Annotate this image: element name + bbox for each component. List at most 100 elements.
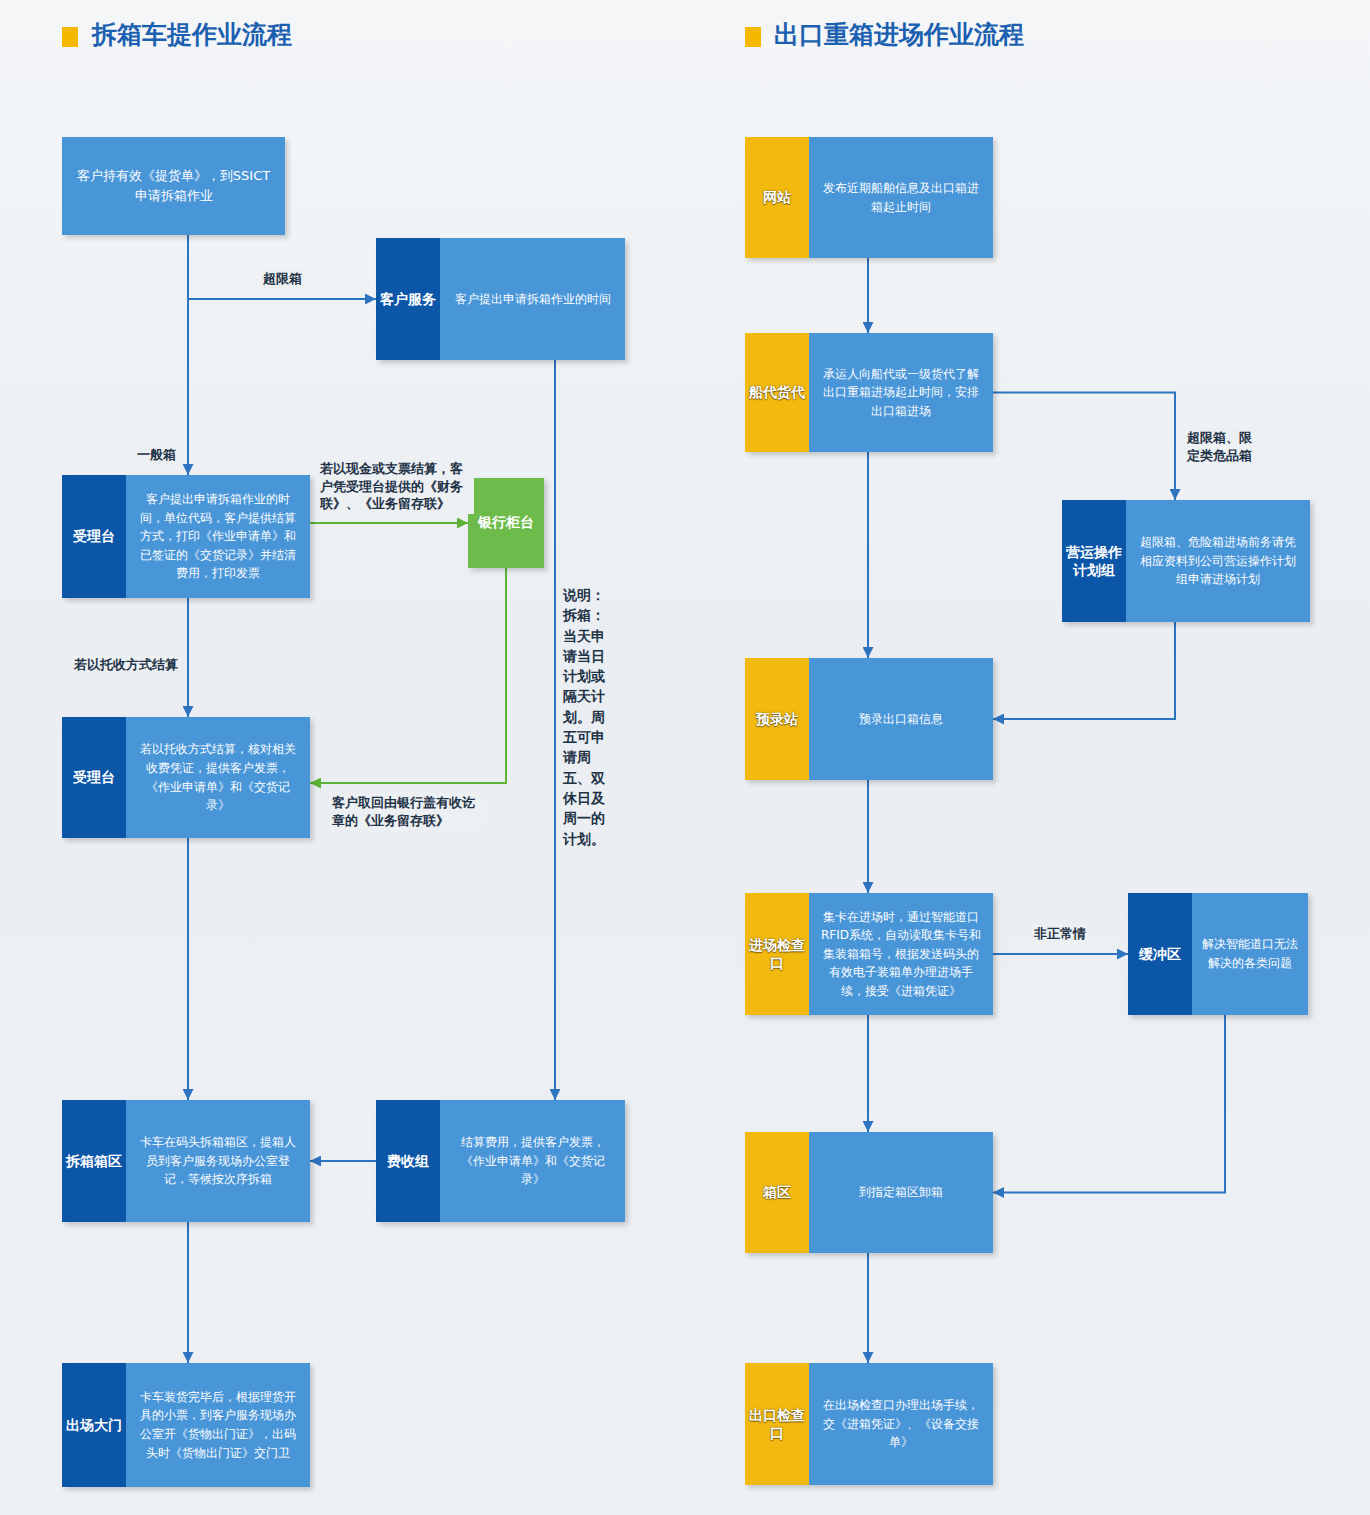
flow-arrow bbox=[187, 1222, 189, 1363]
process-box: 船代货代承运人向船代或一级货代了解出口重箱进场起止时间，安排出口箱进场 bbox=[745, 333, 993, 452]
process-box: 客户持有效《提货单》，到SSICT申请拆箱作业 bbox=[62, 137, 285, 235]
body-panel: 到指定箱区卸箱 bbox=[809, 1132, 993, 1253]
flow-arrow bbox=[554, 360, 556, 1100]
edge-label: 一般箱 bbox=[135, 445, 178, 465]
header-bar: 缓冲区 bbox=[1128, 893, 1192, 1015]
node-heading: 受理台 bbox=[65, 768, 123, 786]
flow-arrow bbox=[187, 838, 189, 1100]
body-panel: 客户持有效《提货单》，到SSICT申请拆箱作业 bbox=[62, 137, 285, 235]
flow-arrow bbox=[187, 598, 189, 717]
node-heading: 拆箱箱区 bbox=[65, 1152, 123, 1170]
header-bar: 拆箱箱区 bbox=[62, 1100, 126, 1222]
body-panel: 超限箱、危险箱进场前务请凭相应资料到公司营运操作计划组申请进场计划 bbox=[1126, 500, 1310, 622]
flow-arrow bbox=[867, 258, 869, 333]
node-heading: 出场大门 bbox=[65, 1416, 123, 1434]
node-heading: 进场检查口 bbox=[748, 936, 806, 972]
edge-label: 超限箱 bbox=[261, 269, 304, 289]
flow-arrow bbox=[867, 452, 869, 658]
body-panel: 卡车在码头拆箱箱区，提箱人员到客户服务现场办公室登记，等候按次序拆箱 bbox=[126, 1100, 310, 1222]
process-box: 网站发布近期船舶信息及出口箱进箱起止时间 bbox=[745, 137, 993, 258]
body-panel: 承运人向船代或一级货代了解出口重箱进场起止时间，安排出口箱进场 bbox=[809, 333, 993, 452]
header-bar: 船代货代 bbox=[745, 333, 809, 452]
node-heading: 客户服务 bbox=[379, 290, 437, 308]
edge-label: 超限箱、限定类危品箱 bbox=[1185, 428, 1263, 465]
header-bar: 预录站 bbox=[745, 658, 809, 780]
flow-arrow bbox=[993, 1015, 1225, 1193]
flow-arrow bbox=[867, 1015, 869, 1132]
node-text: 银行柜台 bbox=[474, 512, 538, 534]
header-bar: 营运操作计划组 bbox=[1062, 500, 1126, 622]
flow-arrow bbox=[310, 568, 506, 783]
node-text: 承运人向船代或一级货代了解出口重箱进场起止时间，安排出口箱进场 bbox=[819, 365, 983, 421]
header-bar: 出场大门 bbox=[62, 1363, 126, 1487]
node-text: 预录出口箱信息 bbox=[819, 710, 983, 729]
process-box: 受理台若以托收方式结算，核对相关收费凭证，提供客户发票，《作业申请单》和《交货记… bbox=[62, 717, 310, 838]
node-text: 在出场检查口办理出场手续，交《进箱凭证》、《设备交接单》 bbox=[819, 1396, 983, 1452]
title-marker bbox=[745, 27, 761, 47]
node-text: 解决智能道口无法解决的各类问题 bbox=[1202, 935, 1298, 972]
bank-counter-box: 银行柜台 bbox=[468, 478, 544, 568]
body-panel: 发布近期船舶信息及出口箱进箱起止时间 bbox=[809, 137, 993, 258]
node-heading: 网站 bbox=[748, 188, 806, 206]
edge-label: 非正常情 bbox=[1032, 924, 1088, 944]
flow-arrow bbox=[310, 1160, 376, 1162]
body-panel: 若以托收方式结算，核对相关收费凭证，提供客户发票，《作业申请单》和《交货记录》 bbox=[126, 717, 310, 838]
body-panel: 预录出口箱信息 bbox=[809, 658, 993, 780]
header-bar: 进场检查口 bbox=[745, 893, 809, 1015]
diagram-title: 拆箱车提作业流程 bbox=[92, 20, 292, 50]
node-text: 若以托收方式结算，核对相关收费凭证，提供客户发票，《作业申请单》和《交货记录》 bbox=[136, 740, 300, 814]
edge-label: 客户取回由银行盖有收讫章的《业务留存联》 bbox=[330, 793, 484, 830]
body-panel: 在出场检查口办理出场手续，交《进箱凭证》、《设备交接单》 bbox=[809, 1363, 993, 1485]
header-bar: 客户服务 bbox=[376, 238, 440, 360]
node-text: 客户持有效《提货单》，到SSICT申请拆箱作业 bbox=[72, 166, 275, 206]
diagram-title: 出口重箱进场作业流程 bbox=[774, 20, 1024, 50]
node-text: 超限箱、危险箱进场前务请凭相应资料到公司营运操作计划组申请进场计划 bbox=[1136, 533, 1300, 589]
flow-arrow bbox=[993, 953, 1128, 955]
process-box: 进场检查口集卡在进场时，通过智能道口RFID系统，自动读取集卡号和集装箱箱号，根… bbox=[745, 893, 993, 1015]
note-text: 说明：拆箱：当天申请当日计划或隔天计划。周五可申请周五、双休日及周一的计划。 bbox=[563, 585, 609, 849]
process-box: 客户服务客户提出申请拆箱作业的时间 bbox=[376, 238, 625, 360]
edge-label: 若以托收方式结算 bbox=[72, 655, 180, 675]
flow-arrow bbox=[867, 780, 869, 893]
header-bar: 受理台 bbox=[62, 717, 126, 838]
edge-label: 若以现金或支票结算，客户凭受理台提供的《财务联》、《业务留存联》 bbox=[318, 459, 474, 514]
process-box: 缓冲区解决智能道口无法解决的各类问题 bbox=[1128, 893, 1308, 1015]
node-heading: 出口检查口 bbox=[748, 1406, 806, 1442]
process-box: 拆箱箱区卡车在码头拆箱箱区，提箱人员到客户服务现场办公室登记，等候按次序拆箱 bbox=[62, 1100, 310, 1222]
process-box: 营运操作计划组超限箱、危险箱进场前务请凭相应资料到公司营运操作计划组申请进场计划 bbox=[1062, 500, 1310, 622]
header-bar: 出口检查口 bbox=[745, 1363, 809, 1485]
header-bar: 费收组 bbox=[376, 1100, 440, 1222]
process-box: 箱区到指定箱区卸箱 bbox=[745, 1132, 993, 1253]
flow-arrow bbox=[187, 235, 189, 475]
flow-arrow bbox=[188, 235, 376, 299]
process-box: 出场大门卡车装货完毕后，根据理货开具的小票，到客户服务现场办公室开《货物出门证》… bbox=[62, 1363, 310, 1487]
node-heading: 预录站 bbox=[748, 710, 806, 728]
node-text: 客户提出申请拆箱作业的时间 bbox=[450, 290, 615, 309]
flow-arrow bbox=[867, 1253, 869, 1363]
node-heading: 费收组 bbox=[379, 1152, 437, 1170]
node-heading: 船代货代 bbox=[748, 383, 806, 401]
process-box: 受理台客户提出申请拆箱作业的时间，单位代码，客户提供结算方式，打印《作业申请单》… bbox=[62, 475, 310, 598]
node-text: 卡车装货完毕后，根据理货开具的小票，到客户服务现场办公室开《货物出门证》，出码头… bbox=[136, 1388, 300, 1462]
node-text: 发布近期船舶信息及出口箱进箱起止时间 bbox=[819, 179, 983, 216]
title-marker bbox=[62, 27, 78, 47]
body-panel: 卡车装货完毕后，根据理货开具的小票，到客户服务现场办公室开《货物出门证》，出码头… bbox=[126, 1363, 310, 1487]
node-text: 卡车在码头拆箱箱区，提箱人员到客户服务现场办公室登记，等候按次序拆箱 bbox=[136, 1133, 300, 1189]
flow-arrow bbox=[993, 622, 1175, 719]
node-heading: 缓冲区 bbox=[1131, 945, 1189, 963]
body-panel: 解决智能道口无法解决的各类问题 bbox=[1192, 893, 1308, 1015]
node-text: 结算费用，提供客户发票，《作业申请单》和《交货记录》 bbox=[450, 1133, 615, 1189]
body-panel: 客户提出申请拆箱作业的时间，单位代码，客户提供结算方式，打印《作业申请单》和已签… bbox=[126, 475, 310, 598]
process-box: 费收组结算费用，提供客户发票，《作业申请单》和《交货记录》 bbox=[376, 1100, 625, 1222]
flow-arrow bbox=[310, 522, 468, 524]
node-heading: 箱区 bbox=[748, 1183, 806, 1201]
header-bar: 箱区 bbox=[745, 1132, 809, 1253]
body-panel: 结算费用，提供客户发票，《作业申请单》和《交货记录》 bbox=[440, 1100, 625, 1222]
process-box: 出口检查口在出场检查口办理出场手续，交《进箱凭证》、《设备交接单》 bbox=[745, 1363, 993, 1485]
node-heading: 受理台 bbox=[65, 527, 123, 545]
header-bar: 受理台 bbox=[62, 475, 126, 598]
node-text: 客户提出申请拆箱作业的时间，单位代码，客户提供结算方式，打印《作业申请单》和已签… bbox=[136, 490, 300, 583]
node-heading: 营运操作计划组 bbox=[1065, 543, 1123, 579]
body-panel: 集卡在进场时，通过智能道口RFID系统，自动读取集卡号和集装箱箱号，根据发送码头… bbox=[809, 893, 993, 1015]
